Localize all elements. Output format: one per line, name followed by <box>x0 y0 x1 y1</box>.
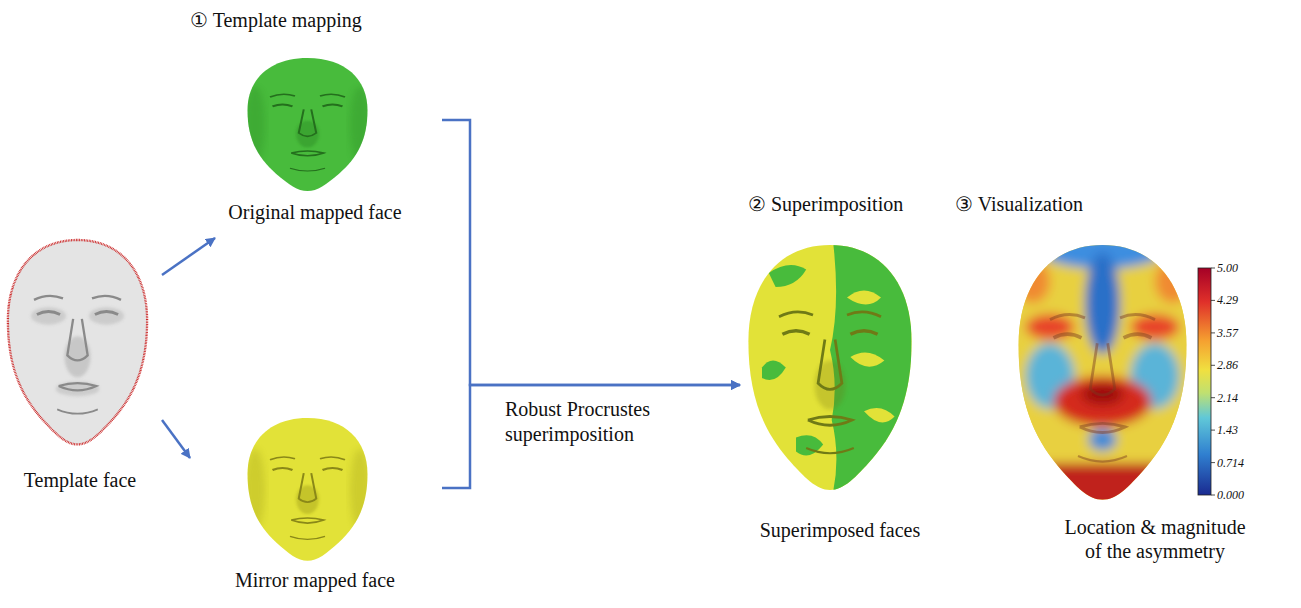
face-caption: Location & magnitude of the asymmetry <box>1059 515 1251 563</box>
scale-tick-label: 5.00 <box>1217 261 1238 275</box>
step-heading: ② Superimposition <box>748 192 938 216</box>
flow-arrow <box>442 385 740 488</box>
scale-tick-label: 3.57 <box>1217 326 1238 340</box>
mirror-face <box>245 418 370 561</box>
original-face-node: ① Template mappingOriginal mapped face <box>190 0 442 238</box>
face-caption: Template face <box>0 468 160 492</box>
scale-tick-label: 4.29 <box>1217 293 1238 307</box>
face-caption: Original mapped face <box>190 200 440 224</box>
scale-tick-label: 0.000 <box>1217 488 1244 502</box>
original-face <box>245 58 370 191</box>
face-caption: Mirror mapped face <box>190 568 440 592</box>
scale-tick-label: 0.714 <box>1217 456 1244 470</box>
mirror-face-node: Mirror mapped face <box>190 408 442 605</box>
step-heading: ① Template mapping <box>190 8 440 32</box>
superimposed-node: ② SuperimpositionSuperimposed faces <box>740 190 942 560</box>
scale-tick-label: 1.43 <box>1217 423 1238 437</box>
template-face-node: Template face <box>0 240 162 505</box>
template-face <box>8 240 147 444</box>
flow-arrow <box>442 120 740 385</box>
flow-arrow <box>162 238 215 275</box>
color-bar <box>1198 268 1215 495</box>
scale-tick-label: 2.86 <box>1217 358 1238 372</box>
heatmap-face <box>1015 236 1190 518</box>
scale-tick-label: 2.14 <box>1217 391 1238 405</box>
face-caption: Superimposed faces <box>740 518 940 542</box>
flow-arrow <box>162 420 190 458</box>
edge-label: Robust Procrustes superimposition <box>505 397 680 447</box>
visualization-node: ③ VisualizationLocation & magnitude of t… <box>950 190 1290 590</box>
step-heading: ③ Visualization <box>955 192 1155 216</box>
superimposed-face <box>748 245 915 490</box>
